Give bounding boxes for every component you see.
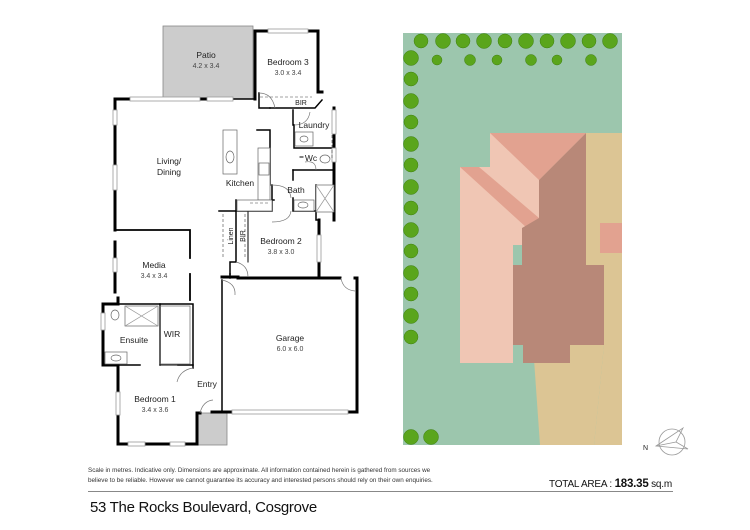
window (112, 257, 118, 273)
room-dims-garage: 6.0 x 6.0 (277, 346, 304, 353)
room-label-wir: WIR (164, 329, 181, 339)
room-label-linen: Linen (228, 227, 235, 244)
footer-divider (88, 491, 673, 492)
toilet-icon (110, 309, 120, 321)
room-label-bath: Bath (287, 185, 305, 195)
room-dims-patio: 4.2 x 3.4 (193, 63, 220, 70)
window (129, 96, 201, 102)
room-label-media: Media (142, 260, 165, 270)
window (100, 312, 106, 331)
window (267, 28, 309, 34)
room-label-kitchen: Kitchen (226, 178, 255, 188)
room-label-bedroom-3: Bedroom 3 (267, 57, 309, 67)
room-label-garage: Garage (276, 333, 305, 343)
entry-porch (196, 412, 228, 446)
basin-icon (297, 201, 309, 209)
disclaimer: Scale in metres. Indicative only. Dimens… (88, 466, 488, 485)
total-area-value: 183.35 (614, 478, 649, 490)
roof-main (513, 133, 604, 363)
window (206, 96, 234, 102)
room-label-wc: Wc (305, 153, 318, 163)
tree-row (413, 33, 618, 66)
total-area-label: TOTAL AREA : (548, 479, 615, 490)
roof-hip-left (460, 167, 539, 228)
wir-shelf (159, 305, 191, 365)
roof-hip-top (490, 133, 586, 180)
room-label-living-line2: Dining (157, 167, 181, 177)
total-area: TOTAL AREA : 183.35 sq.m (549, 478, 672, 490)
garage-door (231, 409, 349, 415)
tree-column (403, 50, 439, 445)
room-label-ensuite: Ensuite (120, 335, 149, 345)
window (112, 109, 118, 126)
room-label-bedroom-2: Bedroom 2 (260, 236, 302, 246)
room-dims-media: 3.4 x 3.4 (141, 273, 168, 280)
disclaimer-line-2: believe to be reliable. However we canno… (88, 476, 433, 484)
room-dims-bedroom-1: 3.4 x 3.6 (142, 407, 169, 414)
room-label-living-line1: Living/ (157, 156, 182, 166)
room-dims-bedroom-3: 3.0 x 3.4 (275, 70, 302, 77)
patio-area (162, 25, 254, 100)
roof-left-wing (460, 167, 513, 363)
window (331, 147, 337, 163)
disclaimer-line-1: Scale in metres. Indicative only. Dimens… (88, 467, 431, 474)
window (169, 441, 186, 447)
compass-icon (654, 426, 689, 456)
basin-icon (110, 354, 122, 362)
tub-icon (299, 135, 309, 143)
room-label-bedroom-1: Bedroom 1 (134, 394, 176, 404)
room-label-bir-2: BIR (240, 230, 247, 242)
shed (600, 223, 622, 253)
room-dims-bedroom-2: 3.8 x 3.0 (268, 249, 295, 256)
sink-icon (225, 150, 235, 164)
kitchen-counter (236, 199, 273, 212)
window (316, 234, 322, 263)
compass-north-label: N (643, 445, 648, 452)
cooktop-icon (258, 162, 270, 176)
site-plan: N (403, 33, 689, 456)
floor-plan: Patio 4.2 x 3.4 Bedroom 3 3.0 x 3.4 BIR … (100, 25, 359, 447)
room-label-entry: Entry (197, 379, 218, 389)
window (331, 109, 337, 135)
window (112, 164, 118, 191)
room-label-laundry: Laundry (299, 120, 330, 130)
toilet-icon (319, 154, 331, 164)
room-label-patio: Patio (196, 50, 216, 60)
property-address: 53 The Rocks Boulevard, Cosgrove (90, 499, 317, 516)
window (127, 441, 146, 447)
window (115, 391, 121, 416)
front-path (533, 345, 604, 445)
room-label-bir-3: BIR (295, 100, 307, 107)
total-area-unit: sq.m (648, 479, 672, 490)
